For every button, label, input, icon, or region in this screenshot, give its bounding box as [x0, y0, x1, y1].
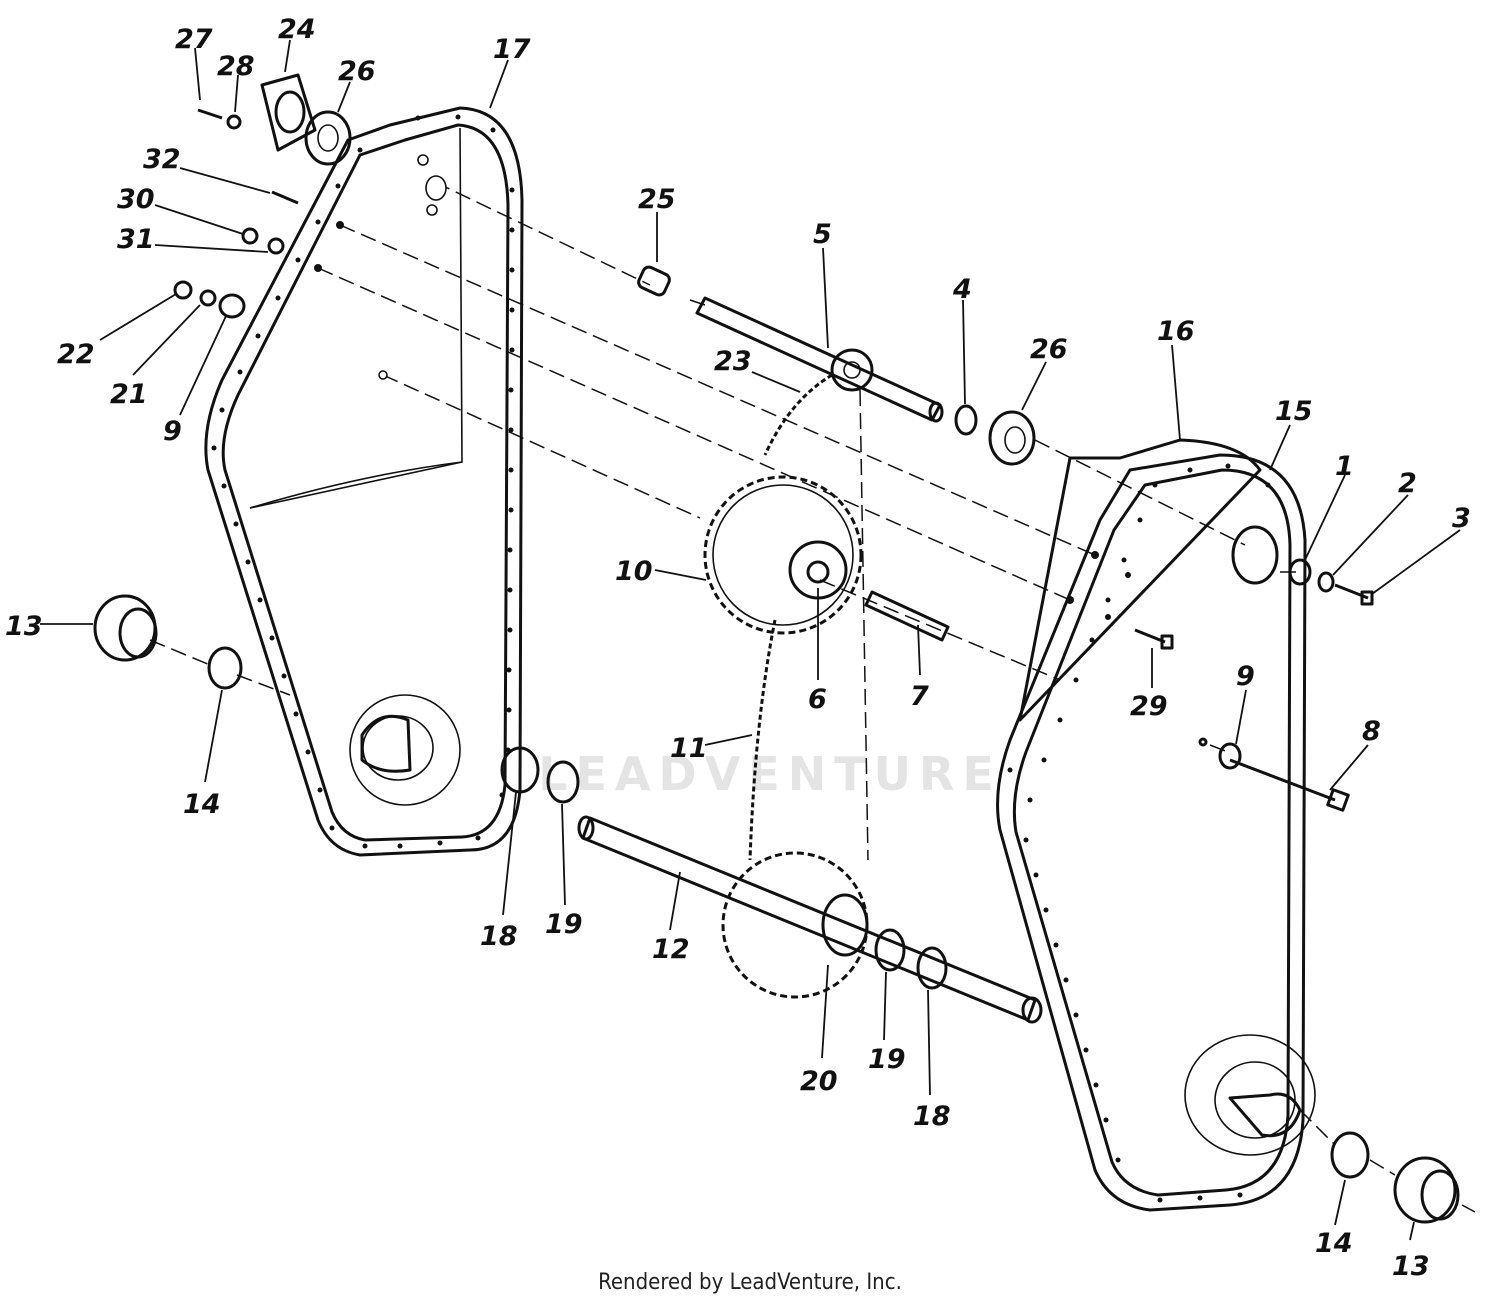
callout-1: 1	[1335, 451, 1354, 482]
callout-4: 4	[952, 274, 972, 305]
callout-3: 3	[1452, 503, 1471, 534]
callout-8: 8	[1362, 716, 1381, 747]
credit-text: Rendered by LeadVenture, Inc.	[598, 1270, 902, 1295]
callout-20: 20	[800, 1066, 838, 1097]
callout-2: 2	[1398, 468, 1417, 499]
callout-22: 22	[57, 339, 95, 370]
left-chain-case	[204, 106, 524, 857]
callout-14-right: 14	[1315, 1228, 1353, 1259]
right-chain-case	[996, 438, 1316, 1212]
callout-5: 5	[813, 219, 832, 250]
callout-9-left: 9	[163, 416, 182, 447]
callout-27: 27	[175, 24, 213, 55]
callout-21: 21	[110, 379, 148, 410]
callout-30: 30	[117, 184, 155, 215]
callout-31: 31	[117, 224, 155, 255]
callout-29: 29	[1130, 691, 1168, 722]
callout-11: 11	[670, 733, 708, 764]
watermark-text: LEADVENTURE	[538, 747, 1002, 801]
callout-28: 28	[217, 51, 255, 82]
callout-6: 6	[808, 684, 827, 715]
callout-18-right: 18	[913, 1101, 951, 1132]
leader-lines	[40, 39, 1461, 1241]
callout-32: 32	[143, 144, 181, 175]
callout-26: 26	[338, 56, 376, 87]
callout-19-right: 19	[868, 1044, 906, 1075]
callout-13-right: 13	[1392, 1251, 1430, 1282]
callout-26-right: 26	[1030, 334, 1068, 365]
callout-15: 15	[1275, 396, 1313, 427]
callout-23: 23	[714, 346, 752, 377]
callout-labels: 27 24 28 26 17 32 30 31 22 21 9 25 5 23 …	[5, 14, 1471, 1282]
callout-10: 10	[615, 556, 653, 587]
parts-artwork	[93, 73, 1460, 1224]
callout-12: 12	[652, 934, 690, 965]
callout-16: 16	[1157, 316, 1195, 347]
callout-7: 7	[910, 681, 929, 712]
callout-14-left: 14	[183, 789, 221, 820]
callout-25: 25	[638, 184, 676, 215]
assembly-lines	[149, 181, 1476, 1213]
callout-13-left: 13	[5, 611, 43, 642]
callout-18-left: 18	[480, 921, 518, 952]
callout-24: 24	[278, 14, 316, 45]
callout-9-right: 9	[1236, 661, 1255, 692]
callout-19-left: 19	[545, 909, 583, 940]
callout-17: 17	[493, 34, 531, 65]
